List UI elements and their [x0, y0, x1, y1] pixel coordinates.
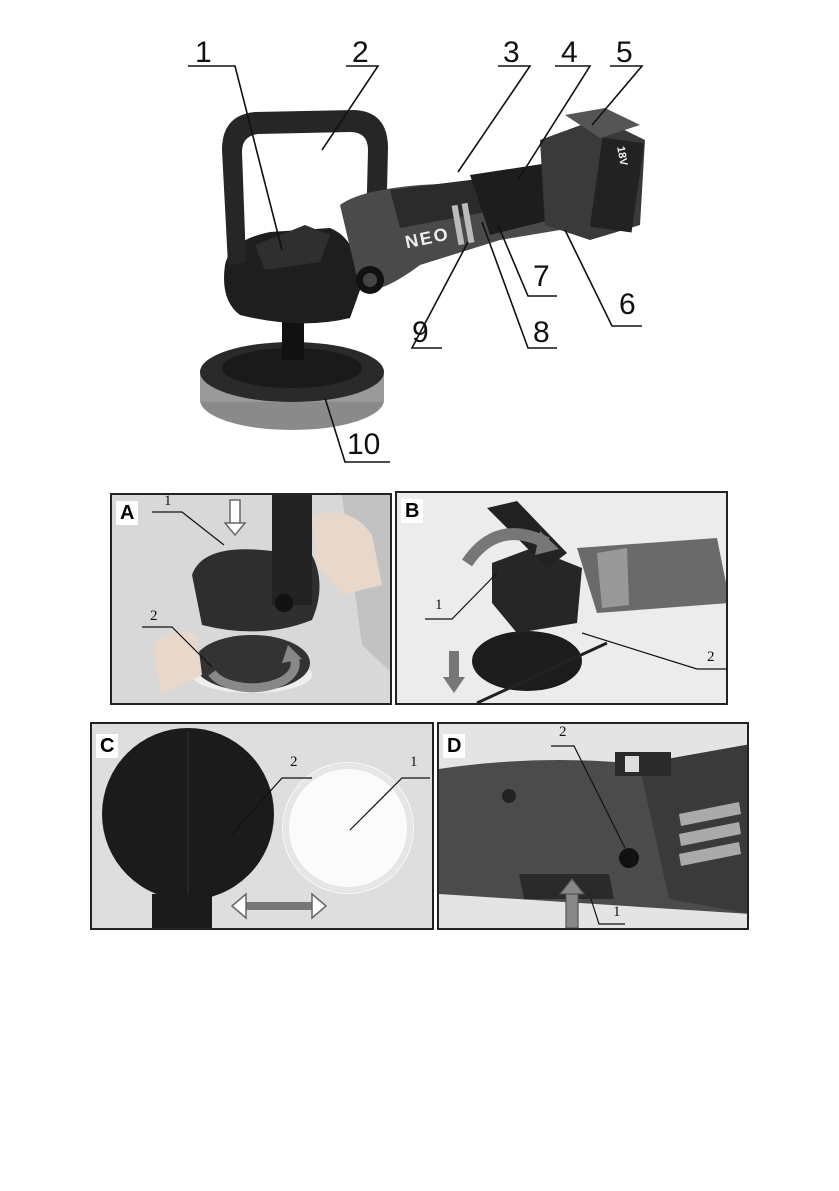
callout-5: 5	[616, 38, 633, 68]
callout-1: 1	[195, 38, 212, 68]
panel-a-label-1: 1	[164, 493, 172, 510]
callout-6: 6	[619, 290, 636, 320]
panel-d: D 2 1	[437, 722, 749, 930]
main-figure: NEO 18V 1 2 3 4 5 6 7 8 9 10	[0, 0, 839, 480]
panel-b-letter: B	[401, 499, 423, 523]
panel-a-label-2: 2	[150, 608, 158, 625]
panel-c-label-2: 2	[290, 754, 298, 771]
callout-7: 7	[533, 262, 550, 292]
panel-b-label-2: 2	[707, 649, 715, 666]
callout-10: 10	[347, 430, 380, 460]
panel-d-label-1: 1	[613, 904, 621, 921]
panel-b-image	[397, 493, 728, 705]
panel-b-label-1: 1	[435, 597, 443, 614]
panel-a-image	[112, 495, 392, 705]
panel-c: C 2 1	[90, 722, 434, 930]
panel-d-image	[439, 724, 749, 930]
panel-c-image	[92, 724, 434, 930]
panel-d-label-2: 2	[559, 724, 567, 741]
panel-a: A 1 2	[110, 493, 392, 705]
callout-9: 9	[412, 318, 429, 348]
panel-a-letter: A	[116, 501, 138, 525]
panel-d-letter: D	[443, 734, 465, 758]
callout-4: 4	[561, 38, 578, 68]
callout-8: 8	[533, 318, 550, 348]
panel-b: B 1 2	[395, 491, 728, 705]
panel-c-letter: C	[96, 734, 118, 758]
panel-c-label-1: 1	[410, 754, 418, 771]
callout-3: 3	[503, 38, 520, 68]
callout-2: 2	[352, 38, 369, 68]
